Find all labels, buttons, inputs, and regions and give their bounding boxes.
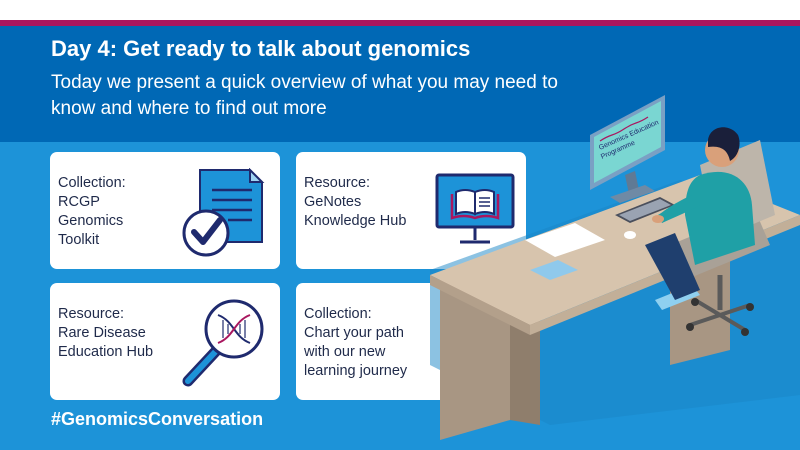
desk-illustration: Genomics Education Programme	[430, 95, 800, 440]
card-label: Resource: Rare Disease Education Hub	[58, 306, 154, 360]
card-label: Resource: GeNotes Knowledge Hub	[304, 175, 407, 229]
header-banner	[0, 26, 800, 142]
hashtag: #GenomicsConversation	[51, 409, 264, 429]
person-torso	[685, 171, 755, 265]
magnifier-dna-icon	[182, 299, 264, 387]
card-rare-disease-education-hub[interactable]: Resource: Rare Disease Education Hub	[50, 283, 280, 400]
accent-bar	[0, 20, 800, 26]
mouse	[624, 231, 636, 239]
paper-sheet	[525, 223, 605, 257]
page-title: Day 4: Get ready to talk about genomics	[51, 36, 471, 61]
monitor-screen	[594, 101, 661, 183]
card-genotes-knowledge-hub[interactable]: Resource: GeNotes Knowledge Hub	[296, 152, 526, 269]
top-strip	[0, 0, 800, 20]
page-subtitle: Today we present a quick overview of wha…	[51, 72, 558, 119]
monitor-book-icon	[435, 173, 515, 244]
card-label: Collection: RCGP Genomics Toolkit	[58, 175, 126, 248]
card-label: Collection: Chart your path with our new…	[304, 306, 408, 379]
checklist-icon	[182, 168, 265, 257]
card-rcgp-genomics-toolkit[interactable]: Collection: RCGP Genomics Toolkit	[50, 152, 280, 269]
